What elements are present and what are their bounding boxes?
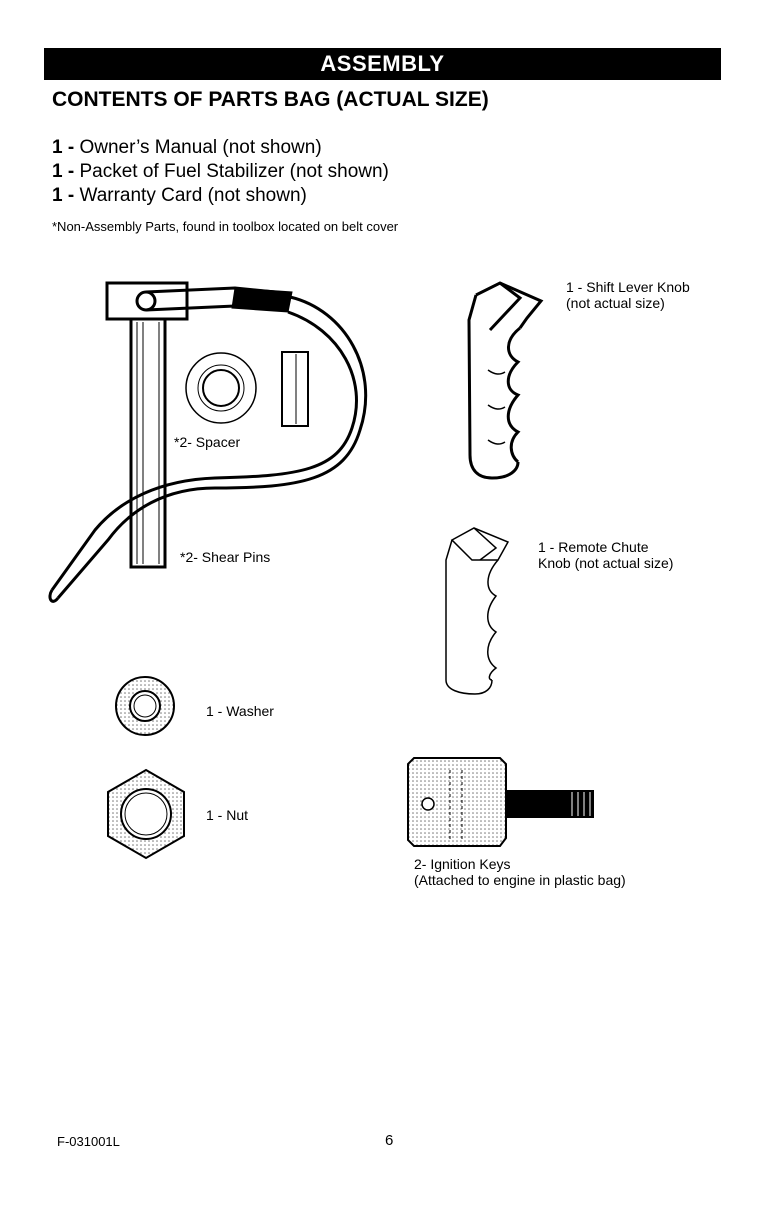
- washer-label: 1 - Washer: [206, 703, 274, 719]
- list-item: 1 - Packet of Fuel Stabilizer (not shown…: [52, 161, 389, 182]
- page-title: CONTENTS OF PARTS BAG (ACTUAL SIZE): [52, 88, 489, 111]
- spacer-illustration: [185, 351, 309, 427]
- washer-illustration: [115, 676, 175, 736]
- list-item: 1 - Warranty Card (not shown): [52, 185, 307, 206]
- shift-lever-knob-illustration: [467, 281, 544, 480]
- shear-pin-illustration: [48, 281, 368, 603]
- nut-illustration: [107, 768, 185, 860]
- item-list: 1 - Owner’s Manual (not shown) 1 - Packe…: [52, 136, 389, 208]
- remote-chute-knob-illustration: [445, 527, 510, 695]
- ignition-keys-label: 2- Ignition Keys (Attached to engine in …: [414, 856, 626, 888]
- nut-label: 1 - Nut: [206, 807, 249, 823]
- chute-knob-label: 1 - Remote Chute Knob (not actual size): [538, 539, 674, 571]
- document-code: F-031001L: [57, 1134, 120, 1149]
- spacer-label: *2- Spacer: [174, 434, 241, 450]
- list-item: 1 - Owner’s Manual (not shown): [52, 137, 322, 158]
- shift-knob-label: 1 - Shift Lever Knob (not actual size): [566, 279, 690, 311]
- non-assembly-note: *Non-Assembly Parts, found in toolbox lo…: [52, 219, 399, 234]
- ignition-key-illustration: [407, 757, 594, 847]
- page-number: 6: [385, 1132, 394, 1149]
- shear-pins-label: *2- Shear Pins: [180, 549, 271, 565]
- section-header-bar: ASSEMBLY: [44, 48, 721, 80]
